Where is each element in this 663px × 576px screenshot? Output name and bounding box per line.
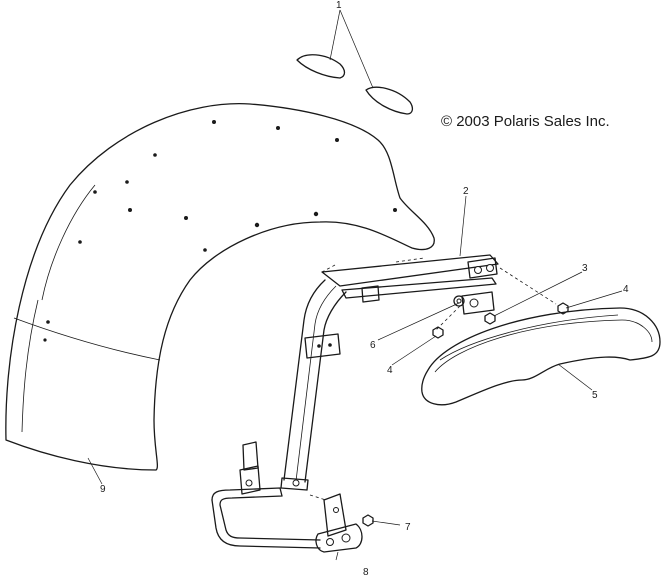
assembly-lines [309,257,557,501]
callout-9: 9 [100,484,106,495]
callout-8: 8 [363,567,369,576]
fender-decals [296,54,414,115]
hardware [362,295,569,527]
callout-4-left: 4 [387,365,393,376]
callout-2: 2 [463,186,469,197]
rear-fender [5,103,435,471]
fender-mount-holes [43,120,397,342]
callout-labels: 1 2 3 4 4 5 6 7 8 9 [100,0,629,576]
callout-6: 6 [370,340,376,351]
bottom-mount-bracket [315,493,363,553]
leader-lines [87,9,623,561]
lower-support [211,441,321,549]
callout-7: 7 [405,522,411,533]
callout-3: 3 [582,263,588,274]
callout-1: 1 [336,0,342,11]
callout-5: 5 [592,390,598,401]
callout-4-right: 4 [623,284,629,295]
side-cover [421,307,661,406]
copyright-notice: © 2003 Polaris Sales Inc. [441,113,610,130]
upper-support-frame [280,254,499,491]
